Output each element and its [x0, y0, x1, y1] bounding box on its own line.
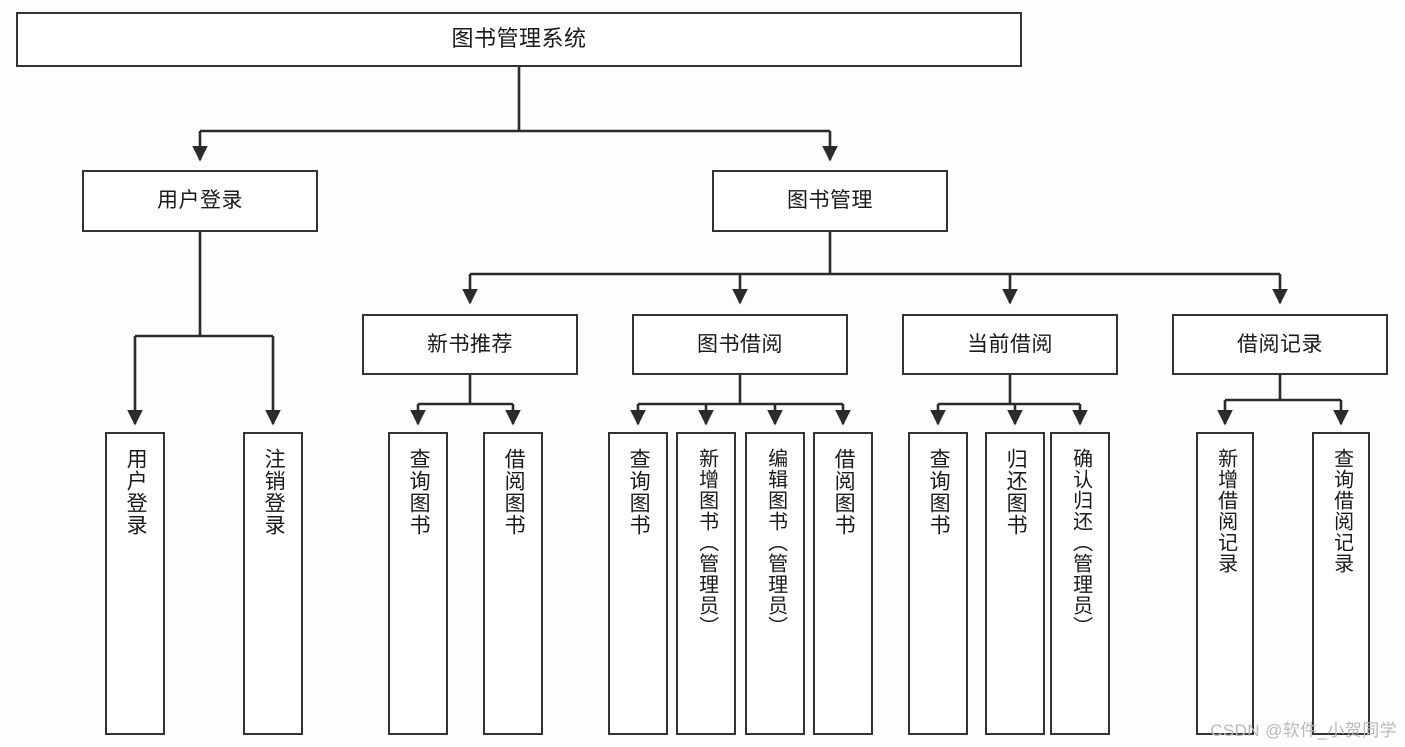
leaf-query-borrow-record[interactable]: 查询借阅记录	[1312, 432, 1370, 735]
leaf-add-book-admin[interactable]: 新增图书（管理员）	[676, 432, 736, 735]
leaf-query-book-current[interactable]: 查询图书	[908, 432, 968, 735]
leaf-edit-book-admin[interactable]: 编辑图书（管理员）	[745, 432, 805, 735]
leaf-query-book-borrow[interactable]: 查询图书	[608, 432, 668, 735]
node-book-borrow[interactable]: 图书借阅	[632, 314, 848, 375]
watermark-credit: CSDN @软件_小贺同学	[1210, 721, 1397, 740]
node-current-borrow[interactable]: 当前借阅	[902, 314, 1118, 375]
leaf-borrow-book-recommend[interactable]: 借阅图书	[483, 432, 543, 735]
node-label: 借阅图书	[502, 448, 526, 536]
node-user-login[interactable]: 用户登录	[82, 170, 318, 232]
node-label: 查询图书	[927, 448, 951, 536]
leaf-user-login[interactable]: 用户登录	[105, 432, 165, 735]
node-label: 查询图书	[627, 448, 651, 536]
node-label: 新增借阅记录	[1214, 448, 1237, 574]
node-label: 当前借阅	[967, 332, 1053, 356]
node-label: 新书推荐	[427, 332, 513, 356]
node-label: 用户登录	[157, 189, 243, 213]
node-label: 确认归还（管理员）	[1069, 448, 1092, 637]
node-book-management[interactable]: 图书管理	[712, 170, 948, 232]
leaf-return-book[interactable]: 归还图书	[985, 432, 1045, 735]
node-label: 图书管理	[787, 189, 873, 213]
node-label: 用户登录	[124, 448, 148, 536]
node-label: 借阅图书	[832, 448, 856, 536]
node-label: 图书管理系统	[451, 26, 587, 52]
leaf-query-book-recommend[interactable]: 查询图书	[388, 432, 448, 735]
node-new-book-recommend[interactable]: 新书推荐	[362, 314, 578, 375]
leaf-logout[interactable]: 注销登录	[243, 432, 303, 735]
node-root-book-management-system[interactable]: 图书管理系统	[16, 12, 1022, 67]
leaf-confirm-return-admin[interactable]: 确认归还（管理员）	[1050, 432, 1110, 735]
node-label: 图书借阅	[697, 332, 783, 356]
node-label: 注销登录	[262, 448, 286, 536]
node-label: 编辑图书（管理员）	[764, 448, 787, 637]
node-borrow-record[interactable]: 借阅记录	[1172, 314, 1388, 375]
node-label: 归还图书	[1004, 448, 1028, 536]
leaf-borrow-book[interactable]: 借阅图书	[813, 432, 873, 735]
node-label: 新增图书（管理员）	[695, 448, 718, 637]
node-label: 借阅记录	[1237, 332, 1323, 356]
node-label: 查询图书	[407, 448, 431, 536]
node-label: 查询借阅记录	[1330, 448, 1353, 574]
leaf-add-borrow-record[interactable]: 新增借阅记录	[1196, 432, 1254, 735]
